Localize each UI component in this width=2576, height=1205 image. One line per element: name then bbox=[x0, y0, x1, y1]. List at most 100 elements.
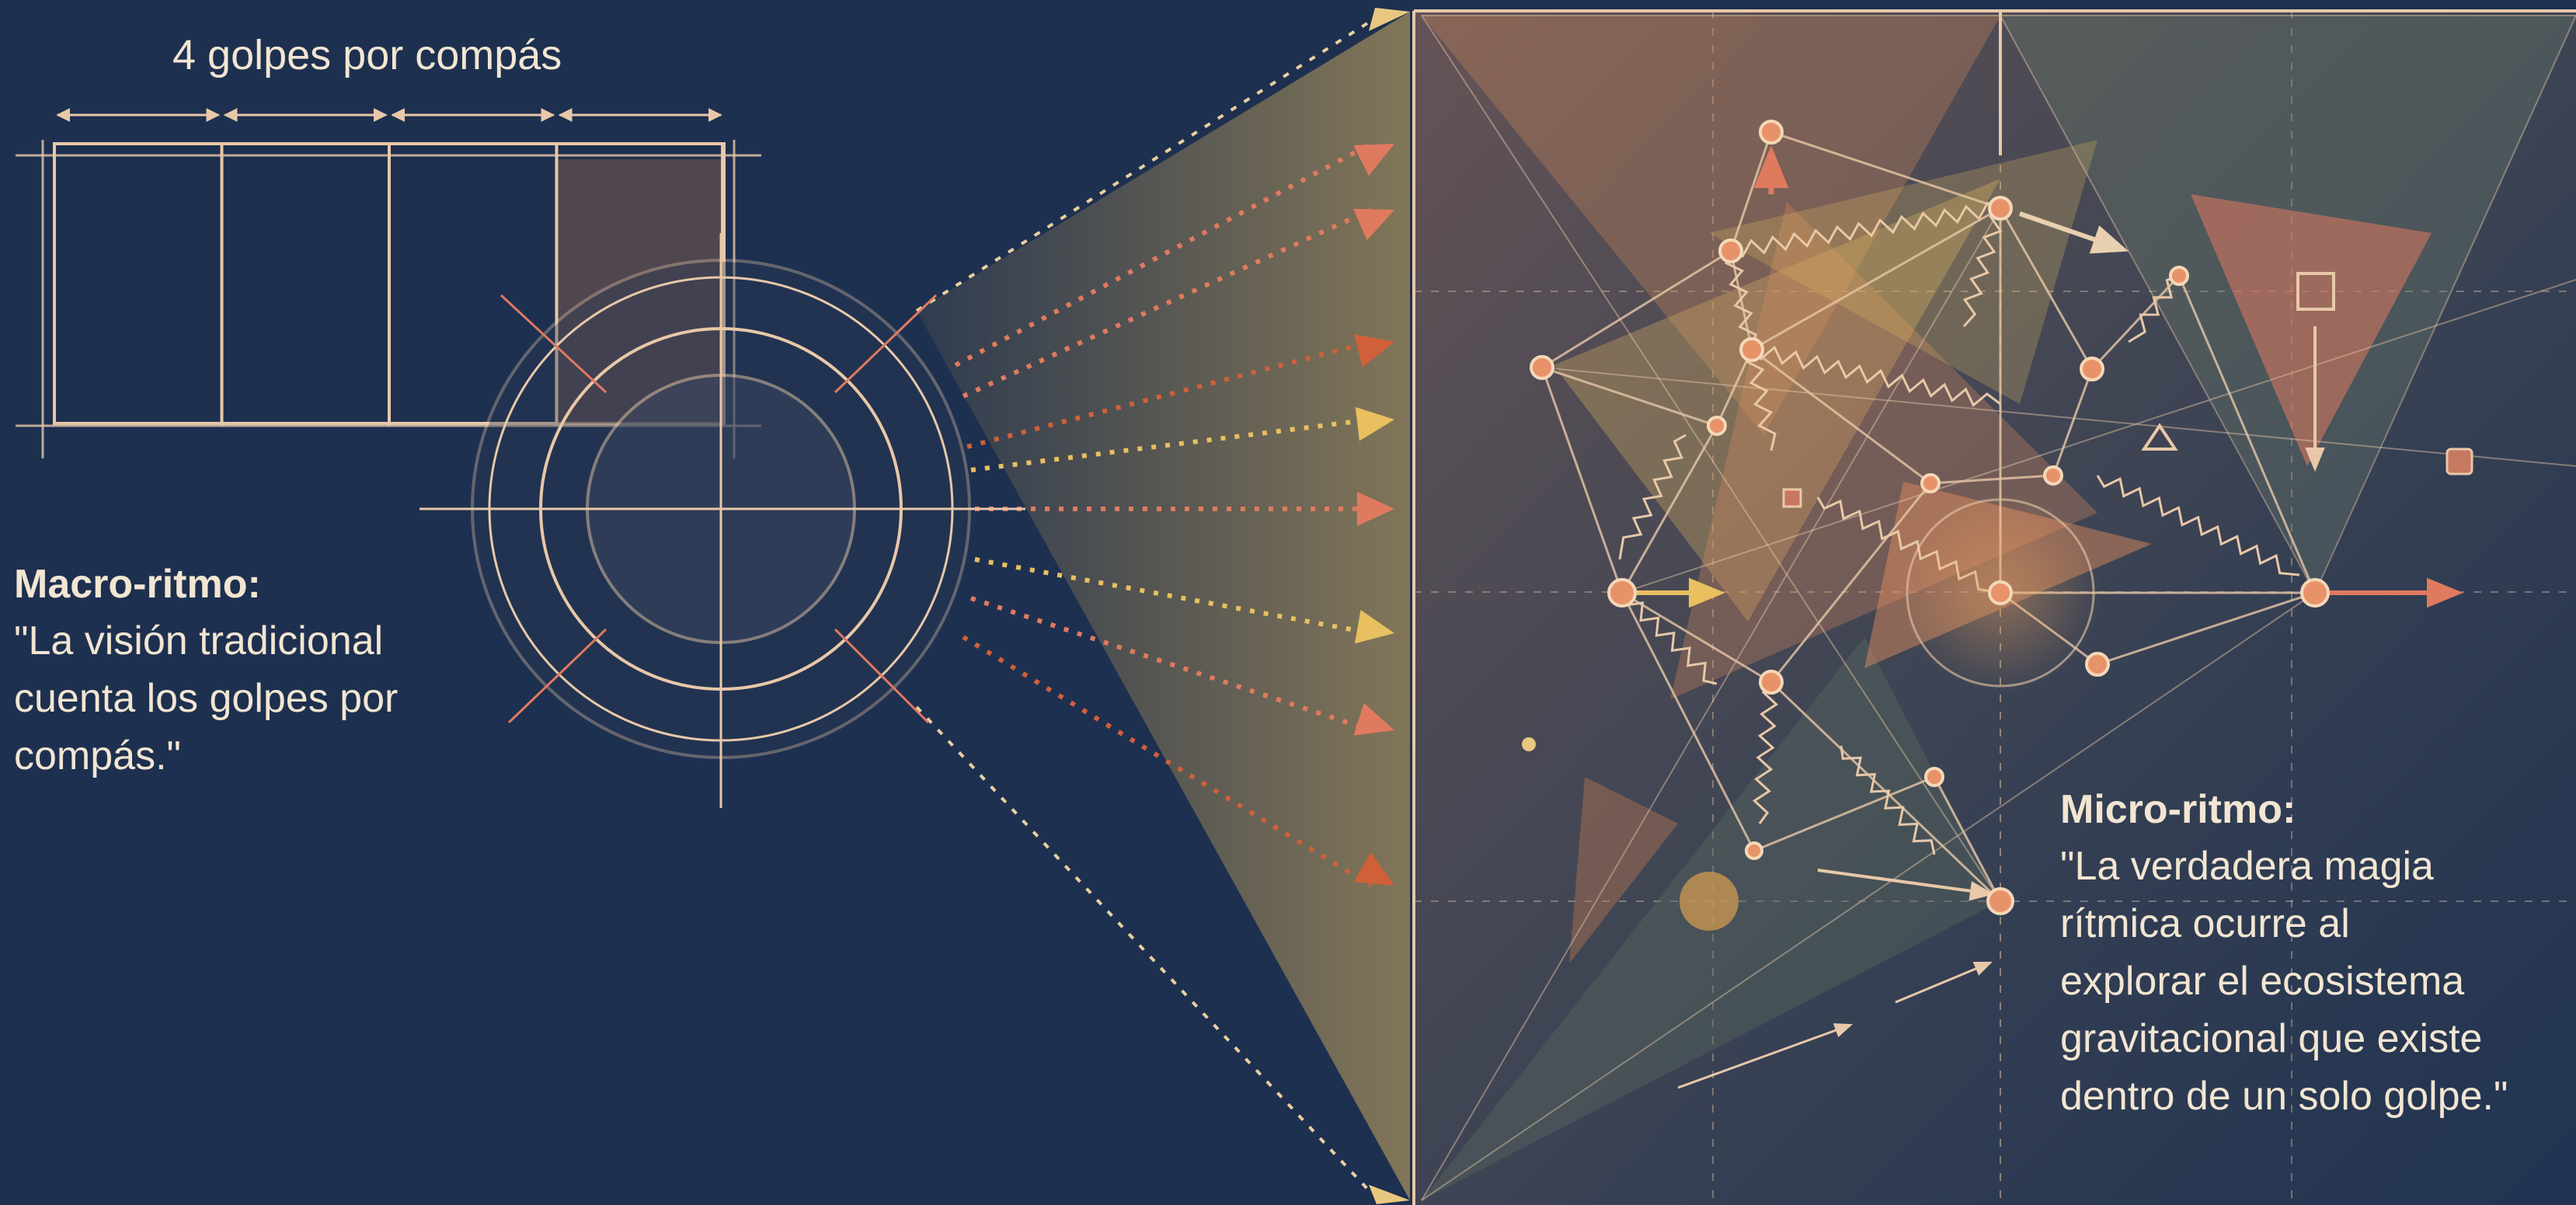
beat-cells bbox=[56, 108, 722, 426]
zoom-ray-arrowhead bbox=[1354, 334, 1394, 367]
spring-link bbox=[1620, 592, 1718, 685]
force-arrow-east-head bbox=[2427, 577, 2463, 608]
measure-label: 4 golpes por compás bbox=[172, 32, 562, 78]
network-guide-line bbox=[1421, 15, 2001, 902]
spring-link bbox=[1840, 745, 1936, 855]
macro-title: Macro-ritmo: bbox=[14, 562, 261, 607]
network-node bbox=[1739, 337, 1764, 362]
micro-caption: Micro-ritmo: "La verdadera magia rítmica… bbox=[2060, 786, 2508, 1125]
zoom-ray-arrowhead bbox=[1354, 610, 1394, 644]
network-edge bbox=[1541, 249, 1732, 369]
network-edge bbox=[1620, 425, 1718, 594]
network-edge bbox=[1753, 775, 1935, 852]
spring-link bbox=[1745, 349, 1777, 451]
network-edge bbox=[1933, 776, 2002, 902]
zoom-ray bbox=[962, 207, 1373, 399]
zoom-ray-arrowhead bbox=[1353, 144, 1394, 176]
cone-arrowhead-top bbox=[1369, 8, 1410, 31]
network-guide-line bbox=[1541, 367, 2576, 467]
network-node bbox=[1759, 670, 1784, 695]
network-node bbox=[1530, 355, 1554, 380]
zoom-ray-arrowhead bbox=[1353, 702, 1394, 736]
macro-caption: Macro-ritmo: "La visión tradicional cuen… bbox=[14, 561, 398, 785]
network-facet bbox=[1569, 777, 1678, 963]
network-edge bbox=[1729, 131, 1773, 252]
zoom-ray bbox=[970, 417, 1372, 472]
zoom-cone bbox=[915, 8, 1410, 1204]
force-arrow-right-head bbox=[2089, 225, 2129, 254]
network-guide-line bbox=[2000, 15, 2316, 594]
spring-link bbox=[1618, 434, 1687, 560]
resonance-ring bbox=[1906, 498, 2095, 688]
square-node-small bbox=[1782, 488, 1802, 508]
zoom-ray bbox=[962, 635, 1373, 888]
force-arrow-lower-right bbox=[1895, 962, 1989, 1004]
force-arrow-lower-head bbox=[1833, 1023, 1854, 1038]
network-node bbox=[1988, 196, 2013, 221]
network-node bbox=[1707, 416, 1727, 436]
micro-title: Micro-ritmo: bbox=[2060, 787, 2296, 832]
network-guide-line bbox=[1421, 207, 2001, 1201]
cone-arrowhead-bottom bbox=[1369, 1185, 1410, 1204]
force-arrow-mid-head bbox=[1689, 577, 1725, 608]
network-edge bbox=[2052, 368, 2094, 476]
network-edge bbox=[1621, 591, 1772, 684]
spring-link bbox=[1750, 345, 2001, 408]
spring-link bbox=[1730, 201, 2001, 258]
triangle-node bbox=[2141, 423, 2178, 451]
force-arrow-lower-right-head bbox=[1972, 961, 1993, 976]
network-node bbox=[2169, 266, 2189, 286]
network-node bbox=[2085, 652, 2110, 677]
zoom-ray-arrowhead bbox=[1357, 492, 1394, 526]
network-node bbox=[1759, 120, 1784, 145]
network-facet bbox=[1670, 202, 2097, 699]
micro-quote: "La verdadera magia rítmica ocurre al ex… bbox=[2060, 844, 2508, 1119]
network-node bbox=[1986, 887, 2014, 915]
zoom-ray-arrowhead bbox=[1353, 208, 1394, 241]
network-node bbox=[1924, 767, 1944, 787]
spring-link bbox=[1962, 207, 2003, 328]
zoom-ray bbox=[970, 596, 1372, 733]
network-node bbox=[2080, 357, 2104, 381]
network-edge bbox=[1540, 367, 1624, 594]
network-node bbox=[1988, 580, 2013, 605]
network-edge bbox=[2097, 591, 2316, 666]
force-arrow-down-head bbox=[2305, 448, 2325, 472]
network-node bbox=[2043, 465, 2063, 486]
network-edge bbox=[1930, 474, 2054, 485]
network-edge bbox=[1751, 348, 1931, 485]
mass-glow bbox=[1680, 872, 1739, 931]
network-edge bbox=[1751, 207, 2001, 351]
zoom-rays bbox=[954, 141, 1394, 888]
network-edge bbox=[1541, 366, 1718, 427]
network-guide-line bbox=[1621, 279, 2576, 594]
square-node-small bbox=[2445, 448, 2473, 475]
square-node bbox=[2296, 272, 2335, 311]
cone-edge-bottom bbox=[915, 705, 1369, 1190]
macro-quote: "La visión tradicional cuenta los golpes… bbox=[14, 618, 399, 778]
force-arrow-bottom-head bbox=[1969, 881, 1995, 901]
force-arrow-bottom bbox=[1817, 869, 1989, 895]
network-edge bbox=[1999, 207, 2094, 370]
network-edge bbox=[1770, 482, 1932, 683]
zoom-ray bbox=[974, 557, 1372, 636]
spring-link bbox=[1725, 250, 1757, 350]
zoom-ray-arrowhead bbox=[1353, 852, 1394, 886]
network-edge bbox=[2177, 275, 2317, 594]
network-facet bbox=[1554, 179, 2000, 622]
network-node bbox=[1920, 473, 1941, 493]
network-node bbox=[1745, 841, 1763, 860]
cone-edge-top bbox=[915, 22, 1369, 312]
spring-link bbox=[2128, 274, 2180, 343]
network-edge bbox=[1770, 131, 2001, 210]
network-node bbox=[1718, 239, 1743, 263]
network-guide-line bbox=[1421, 592, 2316, 1201]
network-edge bbox=[1620, 592, 1756, 852]
zoom-ray-arrowhead bbox=[1355, 406, 1394, 441]
network-node bbox=[1607, 578, 1637, 608]
zoom-cone-fill bbox=[917, 12, 1410, 1200]
zoom-ray bbox=[954, 141, 1373, 367]
beat-target bbox=[419, 233, 1025, 808]
